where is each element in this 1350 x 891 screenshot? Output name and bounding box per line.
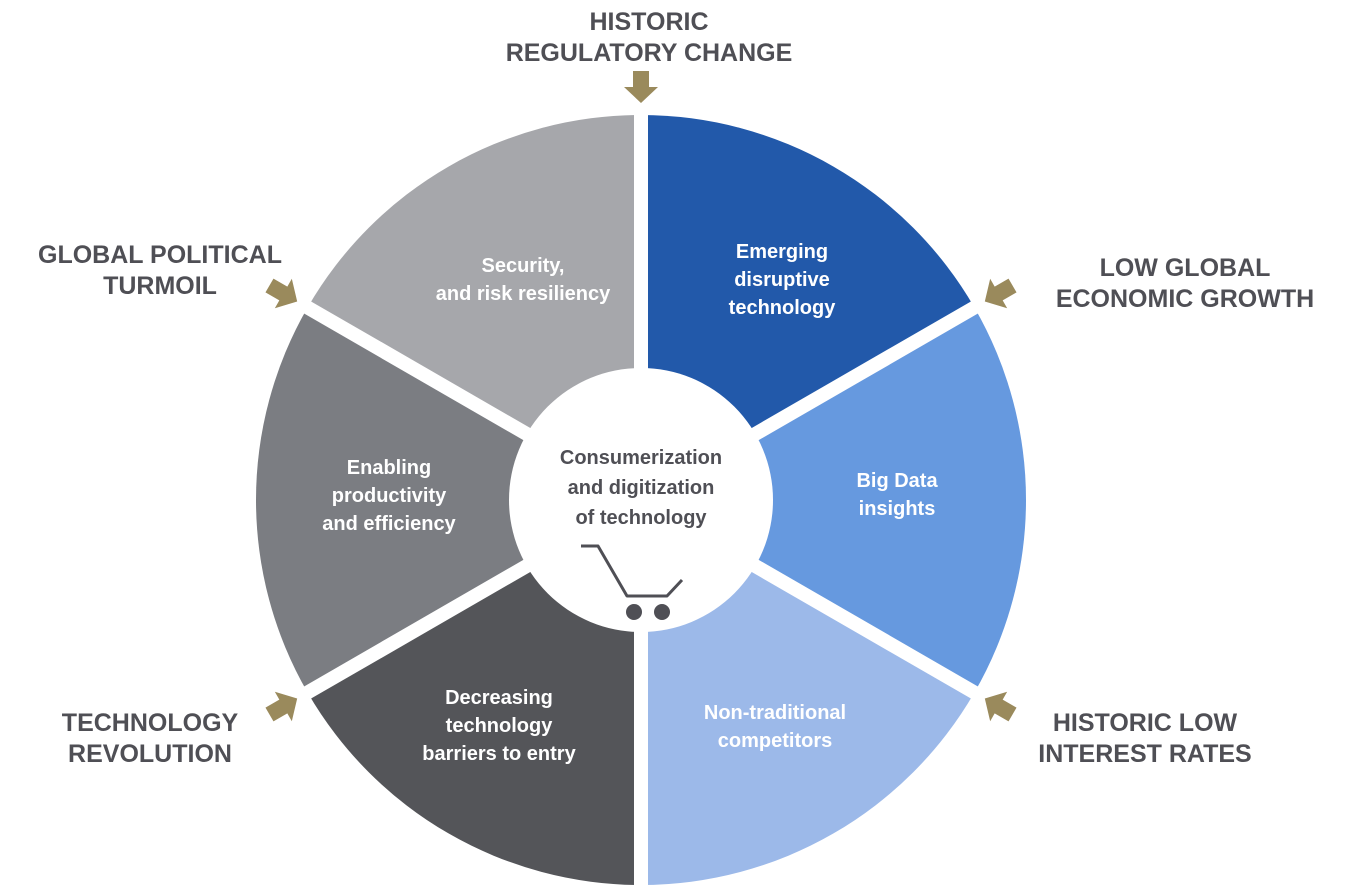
segment-label-enabling-productivity: Enabling productivity and efficiency (322, 457, 456, 535)
force-label-technology-revolution: TECHNOLOGY REVOLUTION (61, 709, 239, 768)
arrow-down-icon (624, 71, 658, 103)
segment-label-decreasing-barriers: Decreasing technology barriers to entry (422, 687, 576, 765)
segment-label-non-traditional-competitors: Non-traditional competitors (703, 702, 847, 752)
arrow-icon (265, 691, 298, 722)
arrow-icon (984, 278, 1017, 309)
segment-label-big-data-insights: Big Data insights (856, 470, 938, 520)
force-label-historic-regulatory-change: HISTORIC REGULATORY CHANGE (505, 8, 793, 67)
arrow-icon (984, 691, 1017, 722)
force-label-historic-low-interest-rates: HISTORIC LOW INTEREST RATES (1038, 709, 1252, 768)
center-hub (509, 368, 773, 632)
force-label-low-global-economic-growth: LOW GLOBAL ECONOMIC GROWTH (1055, 254, 1315, 313)
arrow-icon (265, 278, 298, 309)
force-arrows (265, 71, 1017, 722)
center-label: Consumerization and digitization of tech… (559, 447, 723, 529)
segment-label-security-risk-resiliency: Security, and risk resiliency (435, 255, 611, 305)
shopping-cart-icon (581, 544, 684, 620)
segment-big-data-insights (641, 307, 1027, 693)
force-label-global-political-turmoil: GLOBAL POLITICAL TURMOIL (38, 241, 282, 300)
center-circle (509, 368, 773, 632)
segment-label-emerging-disruptive-technology: Emerging disruptive technology (728, 241, 836, 319)
segment-enabling-productivity (255, 307, 641, 693)
